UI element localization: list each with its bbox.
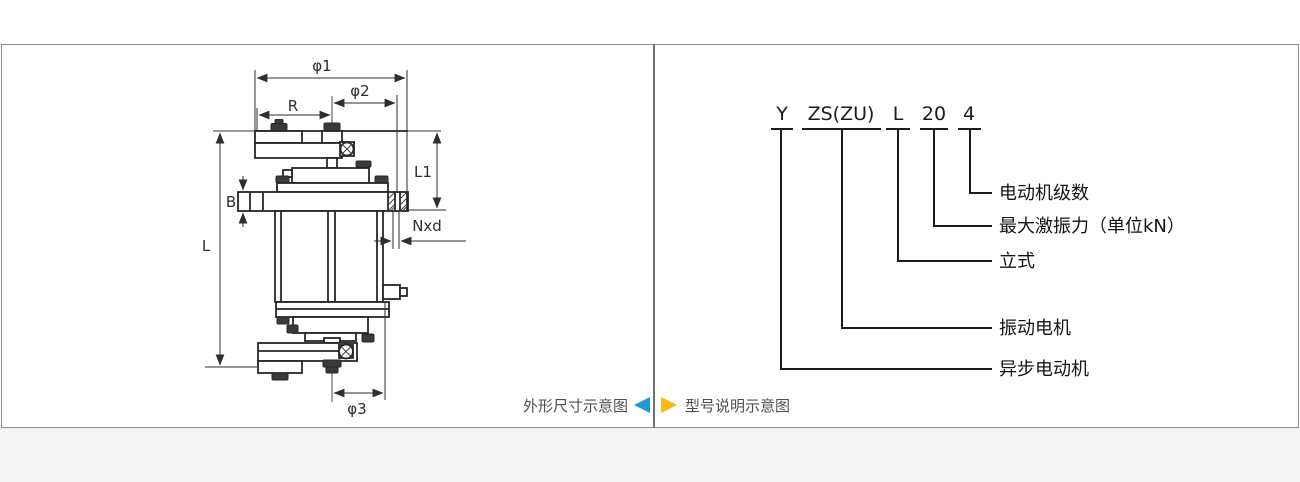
dim-label-phi3: φ3 [347,400,366,418]
dim-label-phi1: φ1 [312,57,331,75]
dim-label-l: L [202,237,211,255]
terminal-stub [382,284,401,300]
page-bottom-strip [0,428,1300,482]
dimension-drawing-panel: φ1 φ2 R L L1 B Nxd [202,57,466,418]
model-code-panel: Y ZS(ZU) L 20 4 电动机级数 最大激振力（单位kN） 立式 振动电… [771,103,1185,380]
model-code-part-mount: L [893,103,904,125]
dim-label-r: R [288,97,298,115]
right-panel-caption: 型号说明示意图 [685,397,790,415]
dim-label-l1: L1 [414,163,432,181]
model-code-part-series: ZS(ZU) [808,103,875,125]
model-code-part-poles: 4 [963,103,975,125]
model-meaning-poles: 电动机级数 [999,183,1089,204]
hatch-right-bolt-section [399,192,407,212]
prev-arrow-icon[interactable] [634,397,650,413]
model-meaning-force: 最大激振力（单位kN） [999,216,1185,237]
lower-weight-assembly [257,301,390,381]
model-meaning-mount: 立式 [999,251,1035,272]
next-arrow-icon[interactable] [661,397,677,413]
mounting-flange [237,191,409,212]
dim-label-nxd: Nxd [412,217,442,235]
hatch-left-bolt-section [387,192,395,212]
captions: 外形尺寸示意图 型号说明示意图 [523,397,790,415]
dim-label-b: B [226,193,236,211]
left-panel-caption: 外形尺寸示意图 [523,397,628,415]
model-meaning-prefix: 异步电动机 [999,359,1089,380]
model-code-part-force: 20 [922,103,946,125]
upper-weight-assembly [213,119,441,193]
model-meaning-series: 振动电机 [999,318,1071,339]
code-connectors [780,129,992,370]
model-code-part-y: Y [775,103,788,125]
dimensions: φ1 φ2 R L L1 B Nxd [202,57,466,418]
dim-label-phi2: φ2 [350,82,369,100]
motor-body [274,210,408,303]
